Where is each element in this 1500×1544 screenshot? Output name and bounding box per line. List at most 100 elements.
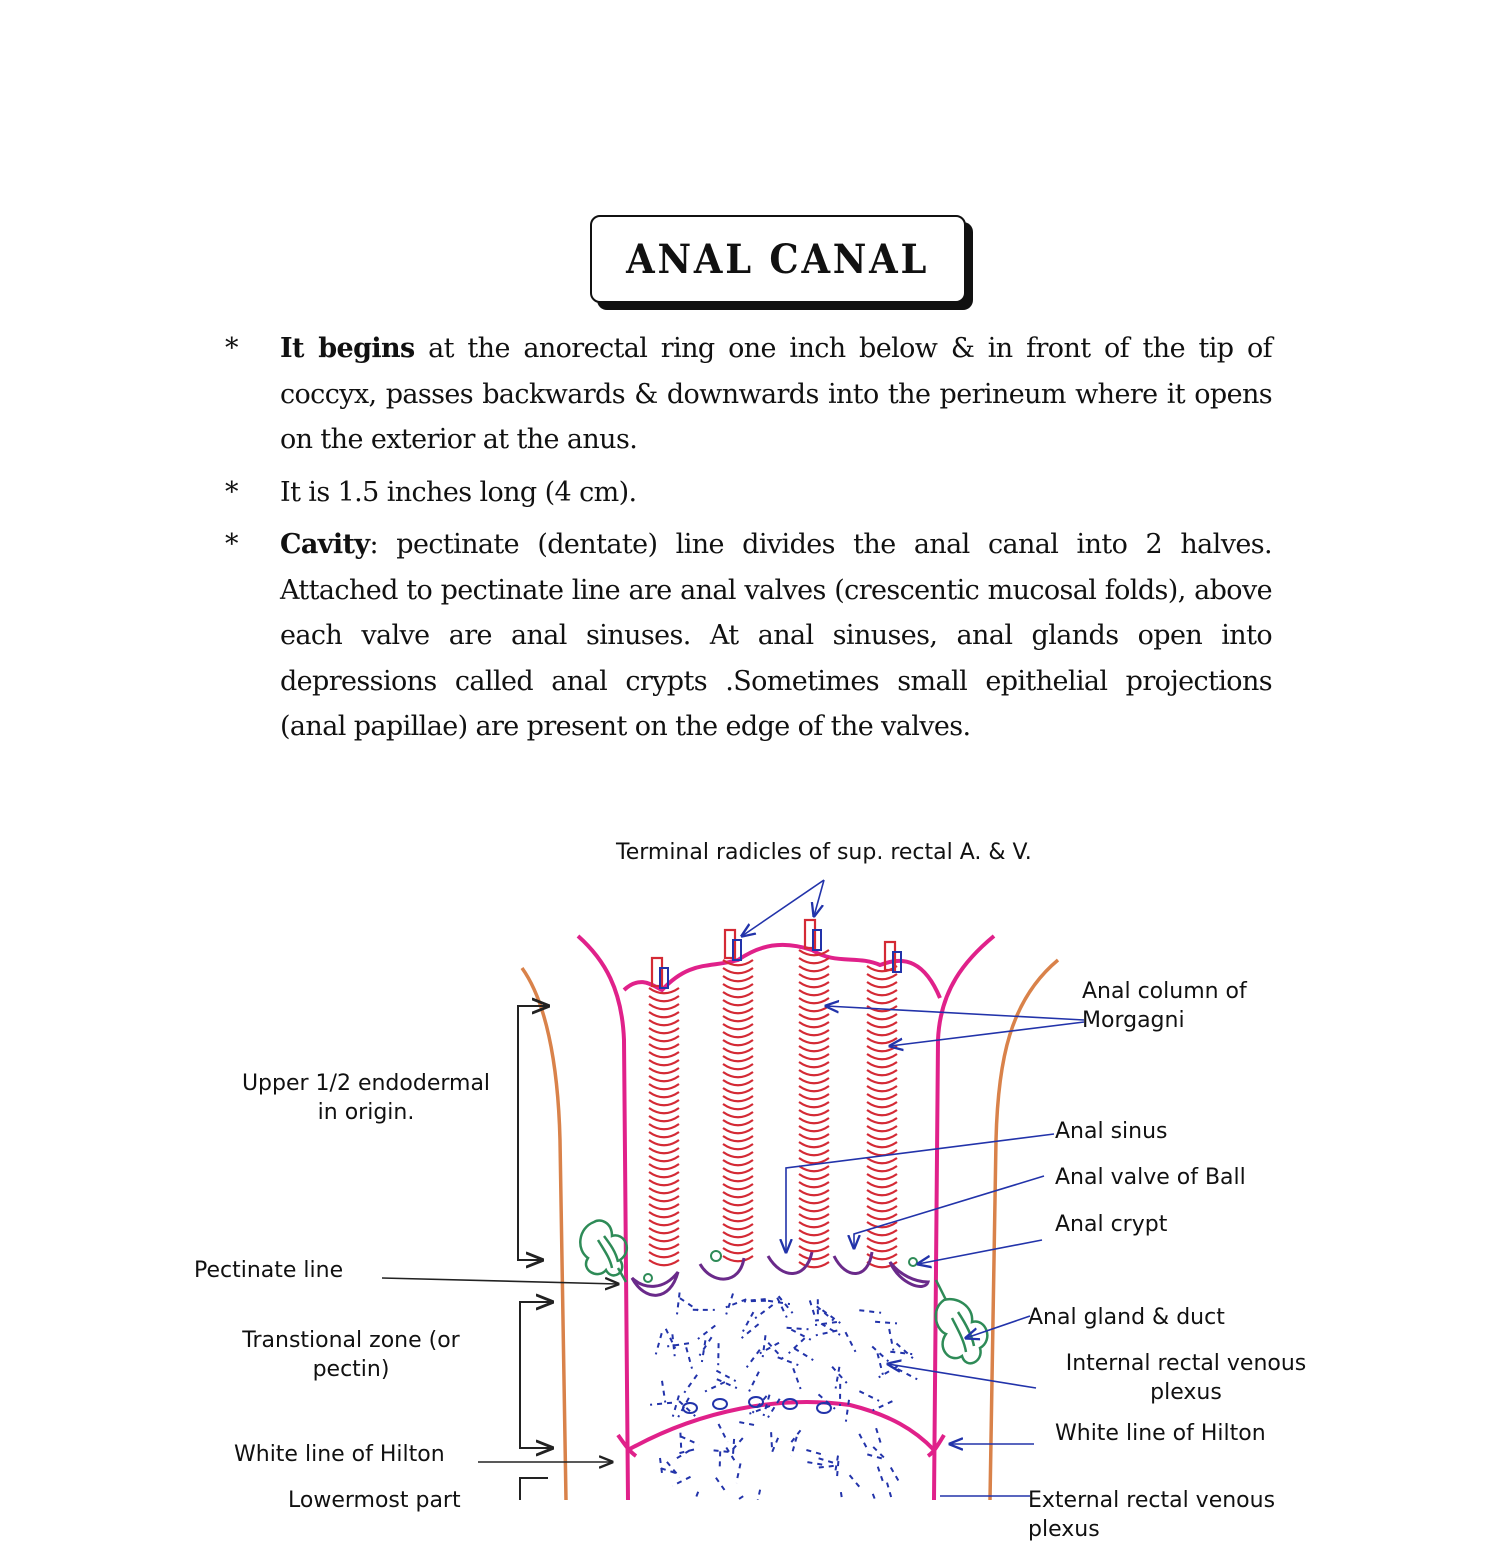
internal-plexus-vein [698,1326,715,1340]
label-anal-crypt: Anal crypt [1055,1210,1255,1239]
internal-plexus-vein [823,1310,841,1323]
external-plexus-vein [661,1468,680,1474]
internal-plexus-vein [793,1368,800,1389]
internal-plexus-vein [743,1312,754,1331]
internal-plexus-vein [778,1357,799,1365]
anal-column [649,988,679,1265]
label-upper-half: Upper 1/2 endodermal in origin. [232,1069,500,1127]
left-brackets [518,1006,552,1500]
external-plexus-vein [691,1492,698,1500]
internal-plexus-vein [897,1344,913,1359]
internal-plexus-vein [816,1331,838,1336]
internal-plexus-vein [779,1296,793,1313]
internal-plexus-vein [673,1396,679,1417]
internal-plexus-vein [763,1335,766,1357]
internal-plexus-vein [873,1401,893,1410]
external-plexus-vein [850,1475,863,1490]
external-plexus-vein [859,1434,868,1452]
label-lowermost-part: Lowermost part [288,1486,488,1515]
external-plexus-vein [819,1458,838,1464]
internal-plexus-vein [680,1298,698,1310]
internal-plexus-vein [749,1372,759,1392]
internal-plexus-vein [872,1347,888,1362]
plexus-loop [817,1403,831,1413]
external-plexus-vein [673,1477,691,1486]
external-plexus-vein [720,1451,721,1471]
external-plexus-vein [873,1494,880,1500]
internal-plexus-vein [836,1367,840,1389]
internal-plexus-vein [747,1350,760,1368]
label-transitional-zone: Transtional zone (or pectin) [226,1326,476,1384]
external-plexus-vein [727,1496,744,1500]
internal-plexus-vein [684,1375,697,1393]
external-plexus-vein [891,1468,901,1485]
label-internal-plexus: Internal rectal venous plexus [1062,1349,1310,1407]
internal-plexus-vein [815,1322,837,1325]
internal-plexus-vein [795,1349,814,1361]
venous-plexus [650,1293,917,1501]
internal-plexus-vein [859,1391,879,1401]
label-pectinate-line: Pectinate line [194,1256,394,1285]
internal-plexus-vein [791,1330,811,1340]
external-plexus-vein [771,1432,772,1452]
anal-column [799,950,829,1267]
internal-plexus-vein [810,1300,817,1321]
external-plexus-vein [806,1450,825,1455]
internal-plexus-vein [879,1366,898,1377]
anal-gland-left [580,1221,627,1282]
internal-plexus-vein [650,1403,672,1405]
external-plexus-vein [730,1438,743,1453]
label-anal-valve: Anal valve of Ball [1055,1163,1295,1192]
anal-columns [649,950,897,1267]
terminal-radicles [652,920,901,988]
label-external-plexus: External rectal venous plexus [1028,1486,1348,1544]
external-plexus-vein [716,1478,728,1494]
anal-gland-right [936,1280,988,1363]
internal-plexus-vein [702,1340,706,1362]
internal-plexus-vein [667,1343,689,1346]
external-plexus-vein [714,1450,734,1452]
internal-plexus-vein [726,1294,733,1315]
internal-plexus-vein [768,1399,780,1418]
label-anal-column: Anal column of Morgagni [1082,977,1282,1035]
external-plexus-vein [726,1448,737,1465]
internal-plexus-vein [890,1352,912,1354]
external-plexus-vein [807,1462,827,1465]
internal-plexus-vein [677,1293,680,1315]
internal-plexus-vein [817,1306,834,1320]
external-plexus-vein [667,1462,680,1477]
label-white-line-left: White line of Hilton [234,1440,474,1469]
external-plexus-vein [719,1424,728,1442]
label-white-line-right: White line of Hilton [1055,1419,1295,1448]
internal-plexus-vein [846,1332,856,1352]
anal-column [723,960,753,1261]
external-plexus-vein [788,1430,800,1446]
external-plexus-vein [739,1422,759,1426]
external-plexus-vein [837,1461,839,1481]
external-plexus-vein [878,1467,885,1486]
internal-plexus-vein [777,1298,787,1318]
label-anal-sinus: Anal sinus [1055,1117,1255,1146]
external-plexus-vein [736,1463,740,1483]
external-plexus-vein [756,1490,760,1500]
external-plexus-vein [675,1450,694,1455]
internal-plexus-vein [755,1305,773,1318]
external-plexus-vein [814,1466,834,1468]
internal-plexus-vein [859,1310,881,1313]
external-plexus-vein [841,1492,844,1500]
internal-plexus-vein [686,1347,692,1368]
internal-plexus-vein [700,1337,712,1355]
plexus-loop [713,1399,727,1409]
internal-plexus-vein [705,1382,725,1392]
internal-plexus-vein [656,1333,662,1354]
external-plexus-vein [887,1483,893,1500]
internal-plexus-vein [875,1322,897,1324]
outer-muscle-wall [522,960,1058,1500]
internal-plexus-vein [787,1328,809,1330]
label-anal-gland: Anal gland & duct [1028,1303,1268,1332]
internal-plexus-vein [672,1334,674,1356]
plexus-loop [683,1403,697,1413]
label-terminal-radicles: Terminal radicles of sup. rectal A. & V. [616,838,1036,867]
external-plexus-vein [876,1428,882,1447]
internal-plexus-vein [889,1329,893,1351]
